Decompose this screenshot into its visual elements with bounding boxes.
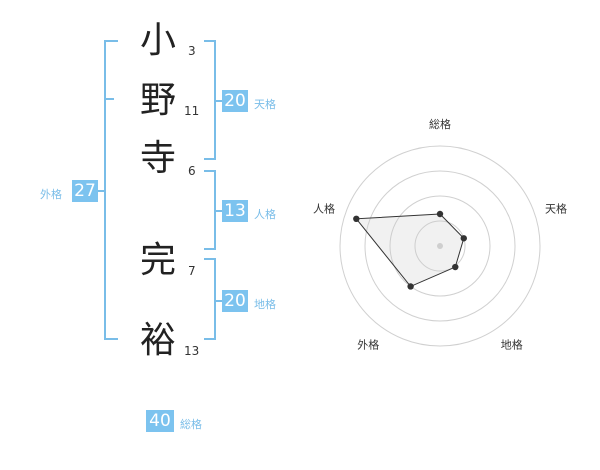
- tenkaku-label: 天格: [254, 98, 276, 111]
- radar-point-5: [353, 215, 360, 223]
- radar-axis-label-4: 外格: [357, 338, 379, 352]
- jinkaku-label: 人格: [254, 208, 276, 221]
- name-char-3: 寺: [139, 138, 176, 179]
- tenkaku-badge: 20: [222, 90, 248, 112]
- radar-point-1: [436, 210, 444, 218]
- radar-axis-label-1: 総格: [429, 117, 451, 131]
- soukaku-badge: 40: [146, 410, 174, 432]
- soukaku-label: 総格: [180, 418, 202, 431]
- radar-ring-3: [364, 170, 516, 322]
- radar-axis-label-3: 地格: [501, 338, 523, 352]
- radar-polygon: [355, 213, 465, 288]
- gaikaku-label: 外格: [40, 188, 62, 201]
- radar-point-2: [460, 235, 467, 242]
- name-char-4: 完: [139, 240, 176, 281]
- name-char-5: 裕: [139, 320, 176, 361]
- radar-point-4: [407, 283, 414, 290]
- radar-axis-label-2: 天格: [545, 201, 567, 215]
- radar-ring-2: [389, 195, 491, 297]
- radar-axis-label-5: 人格: [313, 201, 335, 215]
- stroke-count-4: 7: [188, 264, 196, 278]
- name-char-1: 小: [139, 20, 176, 61]
- jinkaku-badge: 13: [222, 200, 248, 222]
- radar-center: [437, 243, 443, 249]
- chikaku-badge: 20: [222, 290, 248, 312]
- stroke-count-2: 11: [184, 104, 200, 118]
- gaikaku-badge: 27: [72, 180, 98, 202]
- radar-point-3: [452, 263, 459, 271]
- stroke-count-1: 3: [188, 44, 196, 58]
- radar-ring-4: [339, 145, 541, 347]
- chikaku-label: 地格: [254, 298, 276, 311]
- name-char-2: 野: [139, 80, 176, 121]
- radar-ring-1: [414, 220, 466, 272]
- stroke-count-3: 6: [188, 164, 196, 178]
- stroke-count-5: 13: [184, 344, 200, 358]
